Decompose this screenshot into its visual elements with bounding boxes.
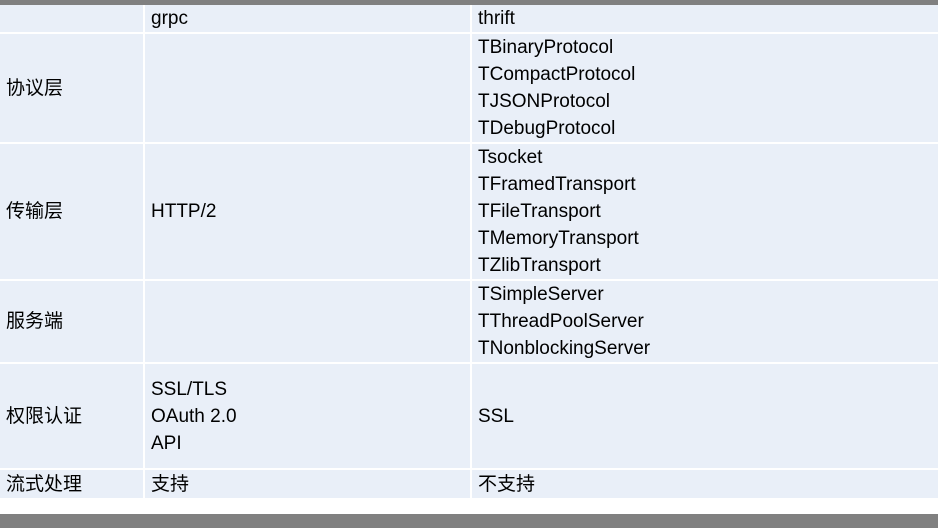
row-label-protocol-layer: 协议层 (0, 34, 143, 142)
cell-thrift-authentication: SSL (472, 364, 938, 468)
cell-grpc-transport-layer: HTTP/2 (145, 144, 470, 279)
cell-thrift-server-side: TSimpleServer TThreadPoolServer TNonbloc… (472, 281, 938, 362)
comparison-table-container: grpc thrift 协议层 TBinaryProtocol TCompact… (0, 5, 938, 514)
header-cell-grpc: grpc (145, 5, 470, 32)
table-row: 权限认证 SSL/TLS OAuth 2.0 API SSL (0, 364, 938, 468)
cell-grpc-protocol-layer (145, 34, 470, 142)
header-cell-thrift: thrift (472, 5, 938, 32)
top-chrome-bar (0, 0, 938, 5)
row-label-server-side: 服务端 (0, 281, 143, 362)
comparison-table: grpc thrift 协议层 TBinaryProtocol TCompact… (0, 3, 938, 500)
table-row: 服务端 TSimpleServer TThreadPoolServer TNon… (0, 281, 938, 362)
row-label-authentication: 权限认证 (0, 364, 143, 468)
cell-grpc-streaming: 支持 (145, 470, 470, 498)
table-header-row: grpc thrift (0, 5, 938, 32)
table-row: 协议层 TBinaryProtocol TCompactProtocol TJS… (0, 34, 938, 142)
cell-thrift-transport-layer: Tsocket TFramedTransport TFileTransport … (472, 144, 938, 279)
cell-grpc-authentication: SSL/TLS OAuth 2.0 API (145, 364, 470, 468)
row-label-streaming: 流式处理 (0, 470, 143, 498)
bottom-chrome-bar (0, 514, 938, 528)
cell-grpc-server-side (145, 281, 470, 362)
table-row: 传输层 HTTP/2 Tsocket TFramedTransport TFil… (0, 144, 938, 279)
cell-thrift-protocol-layer: TBinaryProtocol TCompactProtocol TJSONPr… (472, 34, 938, 142)
row-label-transport-layer: 传输层 (0, 144, 143, 279)
cell-thrift-streaming: 不支持 (472, 470, 938, 498)
table-row: 流式处理 支持 不支持 (0, 470, 938, 498)
header-cell-dimension (0, 5, 143, 32)
